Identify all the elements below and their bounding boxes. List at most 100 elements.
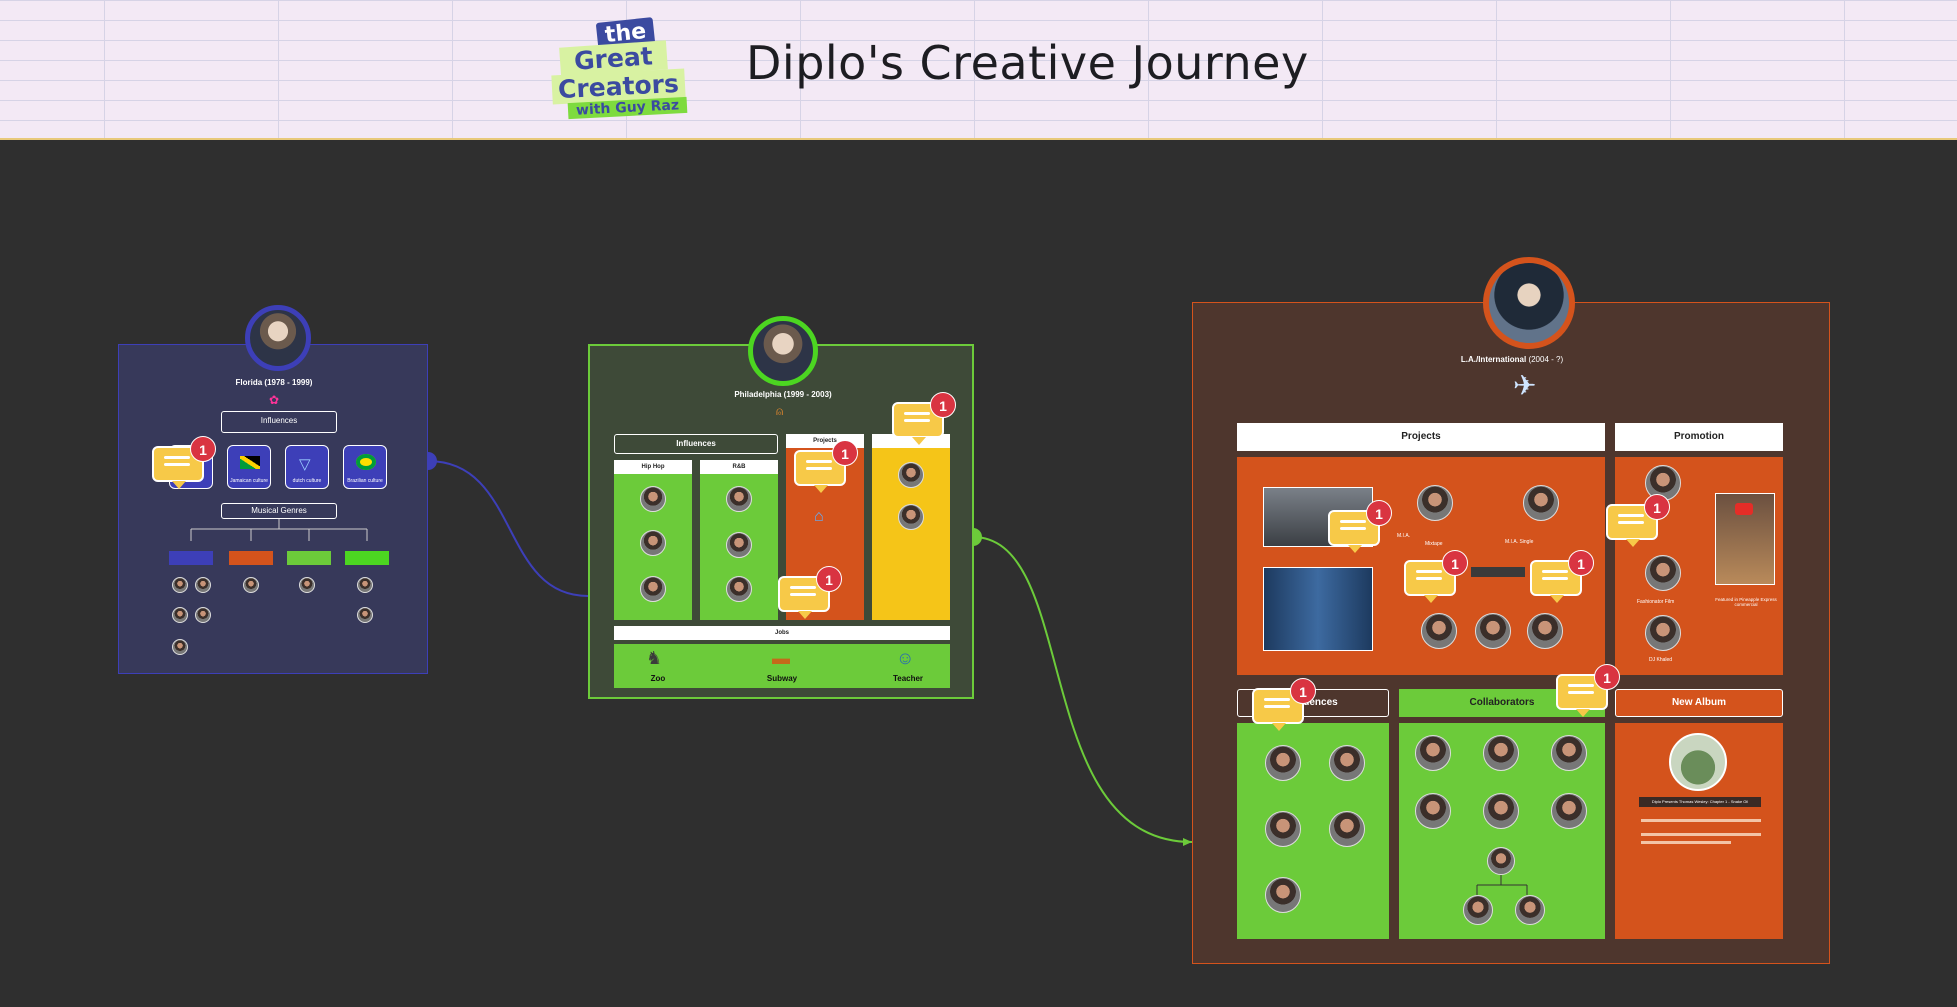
connector-florida-philadelphia <box>427 460 589 597</box>
jobs-row[interactable]: ♞ Zoo ▬ Subway ☺ Teacher <box>614 644 950 688</box>
artist-avatar[interactable] <box>1645 615 1681 651</box>
comment-count-badge: 1 <box>1594 664 1620 690</box>
artist-avatar[interactable] <box>1475 613 1511 649</box>
artist-avatar[interactable] <box>1523 485 1559 521</box>
artist-avatar[interactable] <box>1551 793 1587 829</box>
comment-count-badge: 1 <box>1568 550 1594 576</box>
artist-avatar[interactable] <box>1265 745 1301 781</box>
artist-avatar[interactable] <box>1527 613 1563 649</box>
la-new-album-panel[interactable]: Diplo Presents Thomas Wesley: Chapter 1 … <box>1615 723 1783 939</box>
artist-avatar[interactable] <box>1265 877 1301 913</box>
artist-avatar[interactable] <box>1415 735 1451 771</box>
sandwich-icon: ▬ <box>772 648 790 668</box>
artist-avatar[interactable] <box>172 577 188 593</box>
artist-avatar[interactable] <box>1329 811 1365 847</box>
page-title: Diplo's Creative Journey <box>746 36 1309 90</box>
comment-count-badge: 1 <box>930 392 956 418</box>
collab-tree-lines <box>1476 875 1528 895</box>
mia-mixtape-sub: Mixtape <box>1425 541 1443 547</box>
artist-avatar[interactable] <box>1329 745 1365 781</box>
artist-avatar[interactable] <box>243 577 259 593</box>
comment-bubble[interactable]: 1 <box>152 436 216 489</box>
la-new-album-label: New Album <box>1615 689 1783 717</box>
video-still[interactable] <box>1263 567 1373 651</box>
rnb-label: R&B <box>700 460 778 474</box>
artist-avatar[interactable] <box>172 607 188 623</box>
comment-bubble[interactable]: 1 <box>794 440 858 493</box>
genre-tree-lines <box>190 519 368 541</box>
jobs-label: Jobs <box>614 626 950 640</box>
airplane-icon: ✈ <box>1513 370 1537 401</box>
jamaica-flag-icon <box>240 456 260 469</box>
artist-avatar[interactable] <box>898 504 924 530</box>
party-icon: ⌂ <box>814 508 824 525</box>
la-promotion-panel[interactable]: Fashionator Film DJ Khaled Featured in P… <box>1615 457 1783 675</box>
comment-bubble[interactable]: 1 <box>1328 500 1392 553</box>
job-teacher: Teacher <box>892 674 924 683</box>
la-influences-panel[interactable] <box>1237 723 1389 939</box>
album-track-line-3 <box>1641 841 1731 844</box>
florida-genres-label: Musical Genres <box>221 503 337 519</box>
brazil-flag-icon <box>356 454 376 470</box>
artist-avatar[interactable] <box>1483 735 1519 771</box>
great-creators-logo: the Great Creators with Guy Raz <box>551 17 717 120</box>
florida-frame[interactable]: Florida (1978 - 1999) ✿ Influences ♪ Jam… <box>118 305 428 674</box>
artist-avatar[interactable] <box>1417 485 1453 521</box>
artist-avatar[interactable] <box>1421 613 1457 649</box>
genre-bar-2[interactable] <box>229 551 273 565</box>
artist-avatar[interactable] <box>898 462 924 488</box>
artist-avatar[interactable] <box>726 486 752 512</box>
la-frame[interactable]: L.A./International (2004 - ?) ✈ Projects… <box>1192 257 1830 964</box>
album-cover[interactable] <box>1669 733 1727 791</box>
artist-avatar[interactable] <box>726 532 752 558</box>
artist-avatar[interactable] <box>1551 735 1587 771</box>
teacher-icon: ☺ <box>896 648 915 668</box>
artist-avatar[interactable] <box>1487 847 1515 875</box>
artist-avatar[interactable] <box>172 639 188 655</box>
rnb-column[interactable]: R&B <box>700 460 778 620</box>
la-collaborators-panel[interactable] <box>1399 723 1605 939</box>
artist-avatar[interactable] <box>1483 793 1519 829</box>
comment-bubble[interactable]: 1 <box>892 392 956 445</box>
artist-avatar[interactable] <box>1645 555 1681 591</box>
comment-bubble[interactable]: 1 <box>1606 494 1670 547</box>
artist-avatar[interactable] <box>195 577 211 593</box>
artist-avatar[interactable] <box>1515 895 1545 925</box>
philadelphia-title: Philadelphia (1999 - 2003) <box>734 390 832 399</box>
florida-influence-tile-4[interactable]: Brazilian culture <box>343 445 387 489</box>
connector-philadelphia-la <box>972 536 1193 843</box>
artist-avatar[interactable] <box>726 576 752 602</box>
comment-bubble[interactable]: 1 <box>1530 550 1594 603</box>
florida-influence-tile-2[interactable]: Jamaican culture <box>227 445 271 489</box>
genre-bar-4[interactable] <box>345 551 389 565</box>
hiphop-column[interactable]: Hip Hop <box>614 460 692 620</box>
artist-avatar[interactable] <box>1415 793 1451 829</box>
philadelphia-influences-label: Influences <box>614 434 778 454</box>
florida-influence-tile-3[interactable]: ▽ dutch culture <box>285 445 329 489</box>
artist-avatar[interactable] <box>1463 895 1493 925</box>
philadelphia-avatar <box>748 316 818 386</box>
genre-bar-3[interactable] <box>287 551 331 565</box>
comment-bubble[interactable]: 1 <box>1252 678 1316 731</box>
artist-avatar[interactable] <box>640 530 666 556</box>
la-promotion-label: Promotion <box>1615 423 1783 451</box>
album-caption: Diplo Presents Thomas Wesley: Chapter 1 … <box>1639 797 1761 807</box>
artist-avatar[interactable] <box>195 607 211 623</box>
zoo-icon: ♞ <box>646 648 663 668</box>
teaching-column[interactable] <box>872 434 950 620</box>
florida-title: Florida (1978 - 1999) <box>235 378 313 387</box>
comment-bubble[interactable]: 1 <box>1556 664 1620 717</box>
artist-avatar[interactable] <box>640 486 666 512</box>
artist-avatar[interactable] <box>1265 811 1301 847</box>
comment-count-badge: 1 <box>1366 500 1392 526</box>
connector-arrowhead <box>1183 838 1192 846</box>
artist-avatar[interactable] <box>357 577 373 593</box>
artist-avatar[interactable] <box>640 576 666 602</box>
artist-avatar[interactable] <box>357 607 373 623</box>
promo-person-1: Fashionator Film <box>1637 599 1675 605</box>
artist-avatar[interactable] <box>299 577 315 593</box>
comment-bubble[interactable]: 1 <box>778 566 842 619</box>
genre-bar-1[interactable] <box>169 551 213 565</box>
comment-count-badge: 1 <box>816 566 842 592</box>
comment-bubble[interactable]: 1 <box>1404 550 1468 603</box>
